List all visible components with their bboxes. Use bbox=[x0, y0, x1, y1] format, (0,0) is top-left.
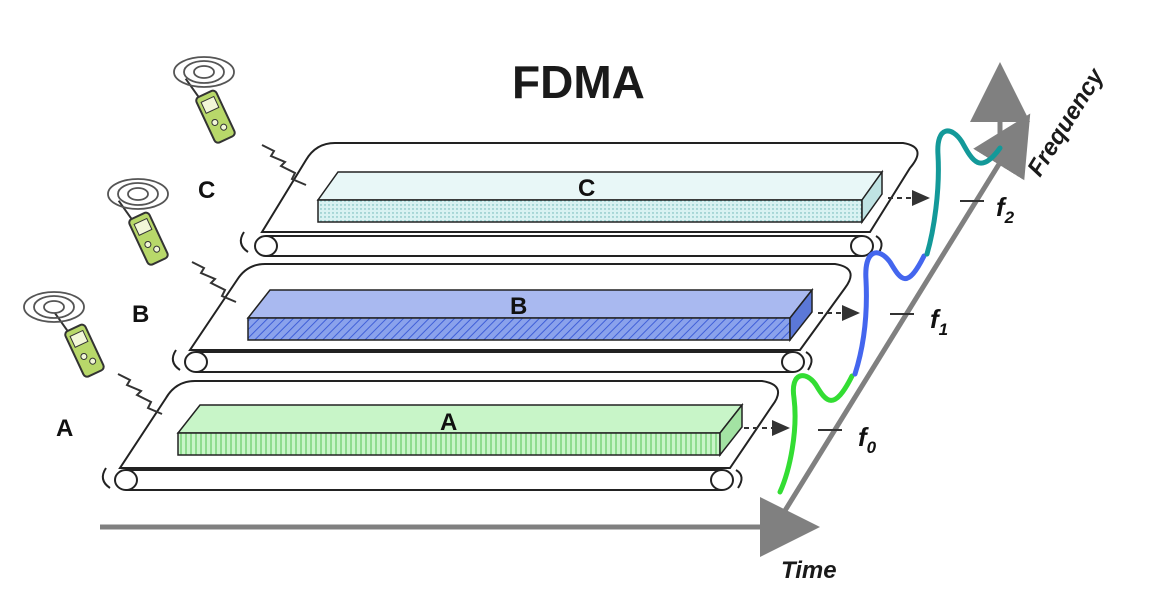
block-label-a: A bbox=[440, 409, 457, 436]
user-label-b: B bbox=[132, 301, 149, 328]
channel-block-c bbox=[316, 169, 884, 225]
spectrum-curve-f1 bbox=[852, 250, 927, 377]
freq-label-f1: f1 bbox=[930, 304, 948, 339]
radio-waves-icon-c bbox=[173, 56, 235, 88]
belt-c-roller-left bbox=[254, 235, 278, 257]
page-title: FDMA bbox=[512, 56, 645, 108]
block-label-c: C bbox=[578, 175, 595, 202]
user-label-a: A bbox=[56, 415, 73, 442]
belt-a-roller-right bbox=[710, 469, 734, 491]
frequency-axis-label: Frequency bbox=[1022, 63, 1110, 182]
belt-b-roller-right bbox=[781, 351, 805, 373]
lightning-link-icon-b bbox=[191, 261, 237, 303]
channel-block-a bbox=[176, 402, 744, 458]
spectrum-curve-f2 bbox=[924, 128, 1003, 257]
time-axis-label: Time bbox=[781, 557, 837, 584]
freq-label-f2: f2 bbox=[996, 192, 1015, 227]
belt-a-roller-left bbox=[114, 469, 138, 491]
lightning-link-icon-c bbox=[261, 144, 307, 186]
freq-label-f0: f0 bbox=[858, 422, 877, 457]
frequency-axis-diagonal bbox=[762, 113, 1031, 545]
radio-waves-icon-a bbox=[23, 291, 85, 323]
lightning-link-icon-a bbox=[117, 373, 163, 415]
block-label-b: B bbox=[510, 293, 527, 320]
spectrum-curve-f0 bbox=[777, 373, 855, 495]
mobile-phone-icon-c bbox=[184, 78, 236, 144]
radio-waves-icon-b bbox=[107, 178, 169, 210]
mobile-phone-icon-b bbox=[117, 200, 169, 266]
belt-b-roller-left bbox=[184, 351, 208, 373]
user-label-c: C bbox=[198, 177, 215, 204]
channel-block-b bbox=[246, 287, 814, 343]
